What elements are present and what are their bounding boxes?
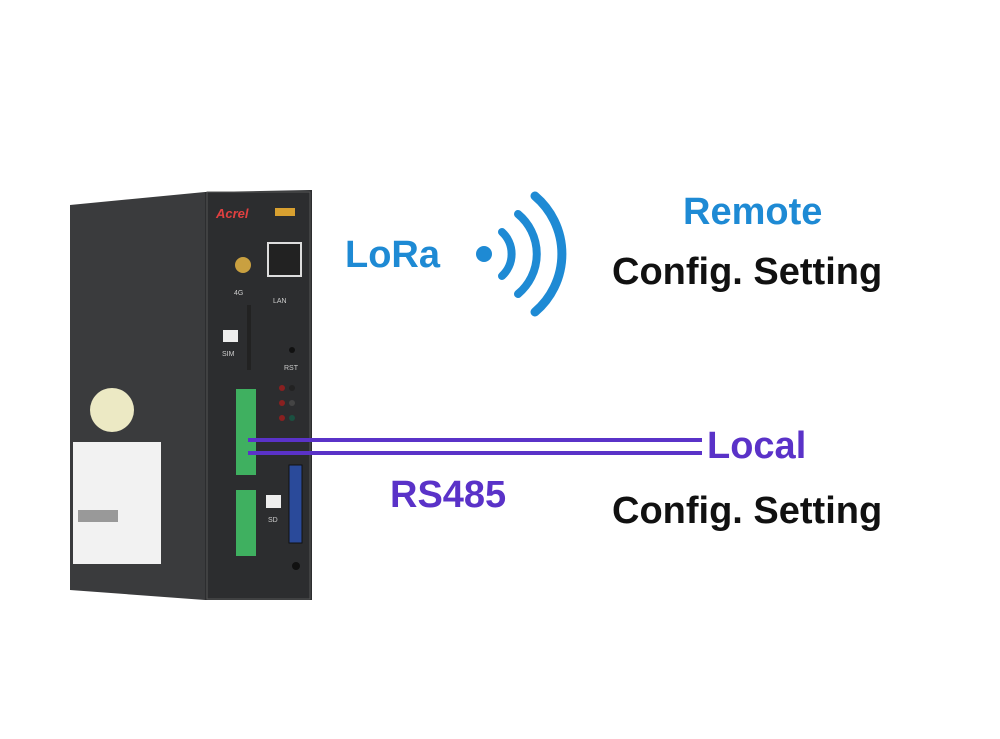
power-terminal — [236, 490, 256, 556]
port-label-sd: SD — [268, 517, 278, 524]
product-label — [73, 442, 161, 564]
remote-config-setting-label: Config. Setting — [612, 251, 883, 293]
port-label-4g: 4G — [234, 290, 243, 297]
wireless-signal-icon — [476, 191, 567, 317]
lora-label: LoRa — [345, 234, 440, 276]
reset-button[interactable] — [289, 347, 295, 353]
local-config-setting-label: Config. Setting — [612, 490, 883, 532]
local-label: Local — [707, 425, 807, 467]
brand-logo: Acrel — [215, 206, 249, 221]
remote-label: Remote — [683, 191, 823, 233]
port-label-rst: RST — [284, 365, 299, 372]
rs485-terminal — [236, 389, 256, 475]
port-label-sim: SIM — [222, 351, 235, 358]
gateway-device: Acrel 4G LAN SIM RST SD — [70, 190, 312, 600]
rs485-label: RS485 — [390, 474, 507, 516]
port-label-lan: LAN — [273, 298, 287, 305]
antenna-connector — [235, 257, 251, 273]
sd-slot — [288, 464, 303, 544]
certification-seal — [90, 388, 134, 432]
rs485-wires — [248, 438, 702, 455]
lan-port[interactable] — [267, 242, 302, 277]
